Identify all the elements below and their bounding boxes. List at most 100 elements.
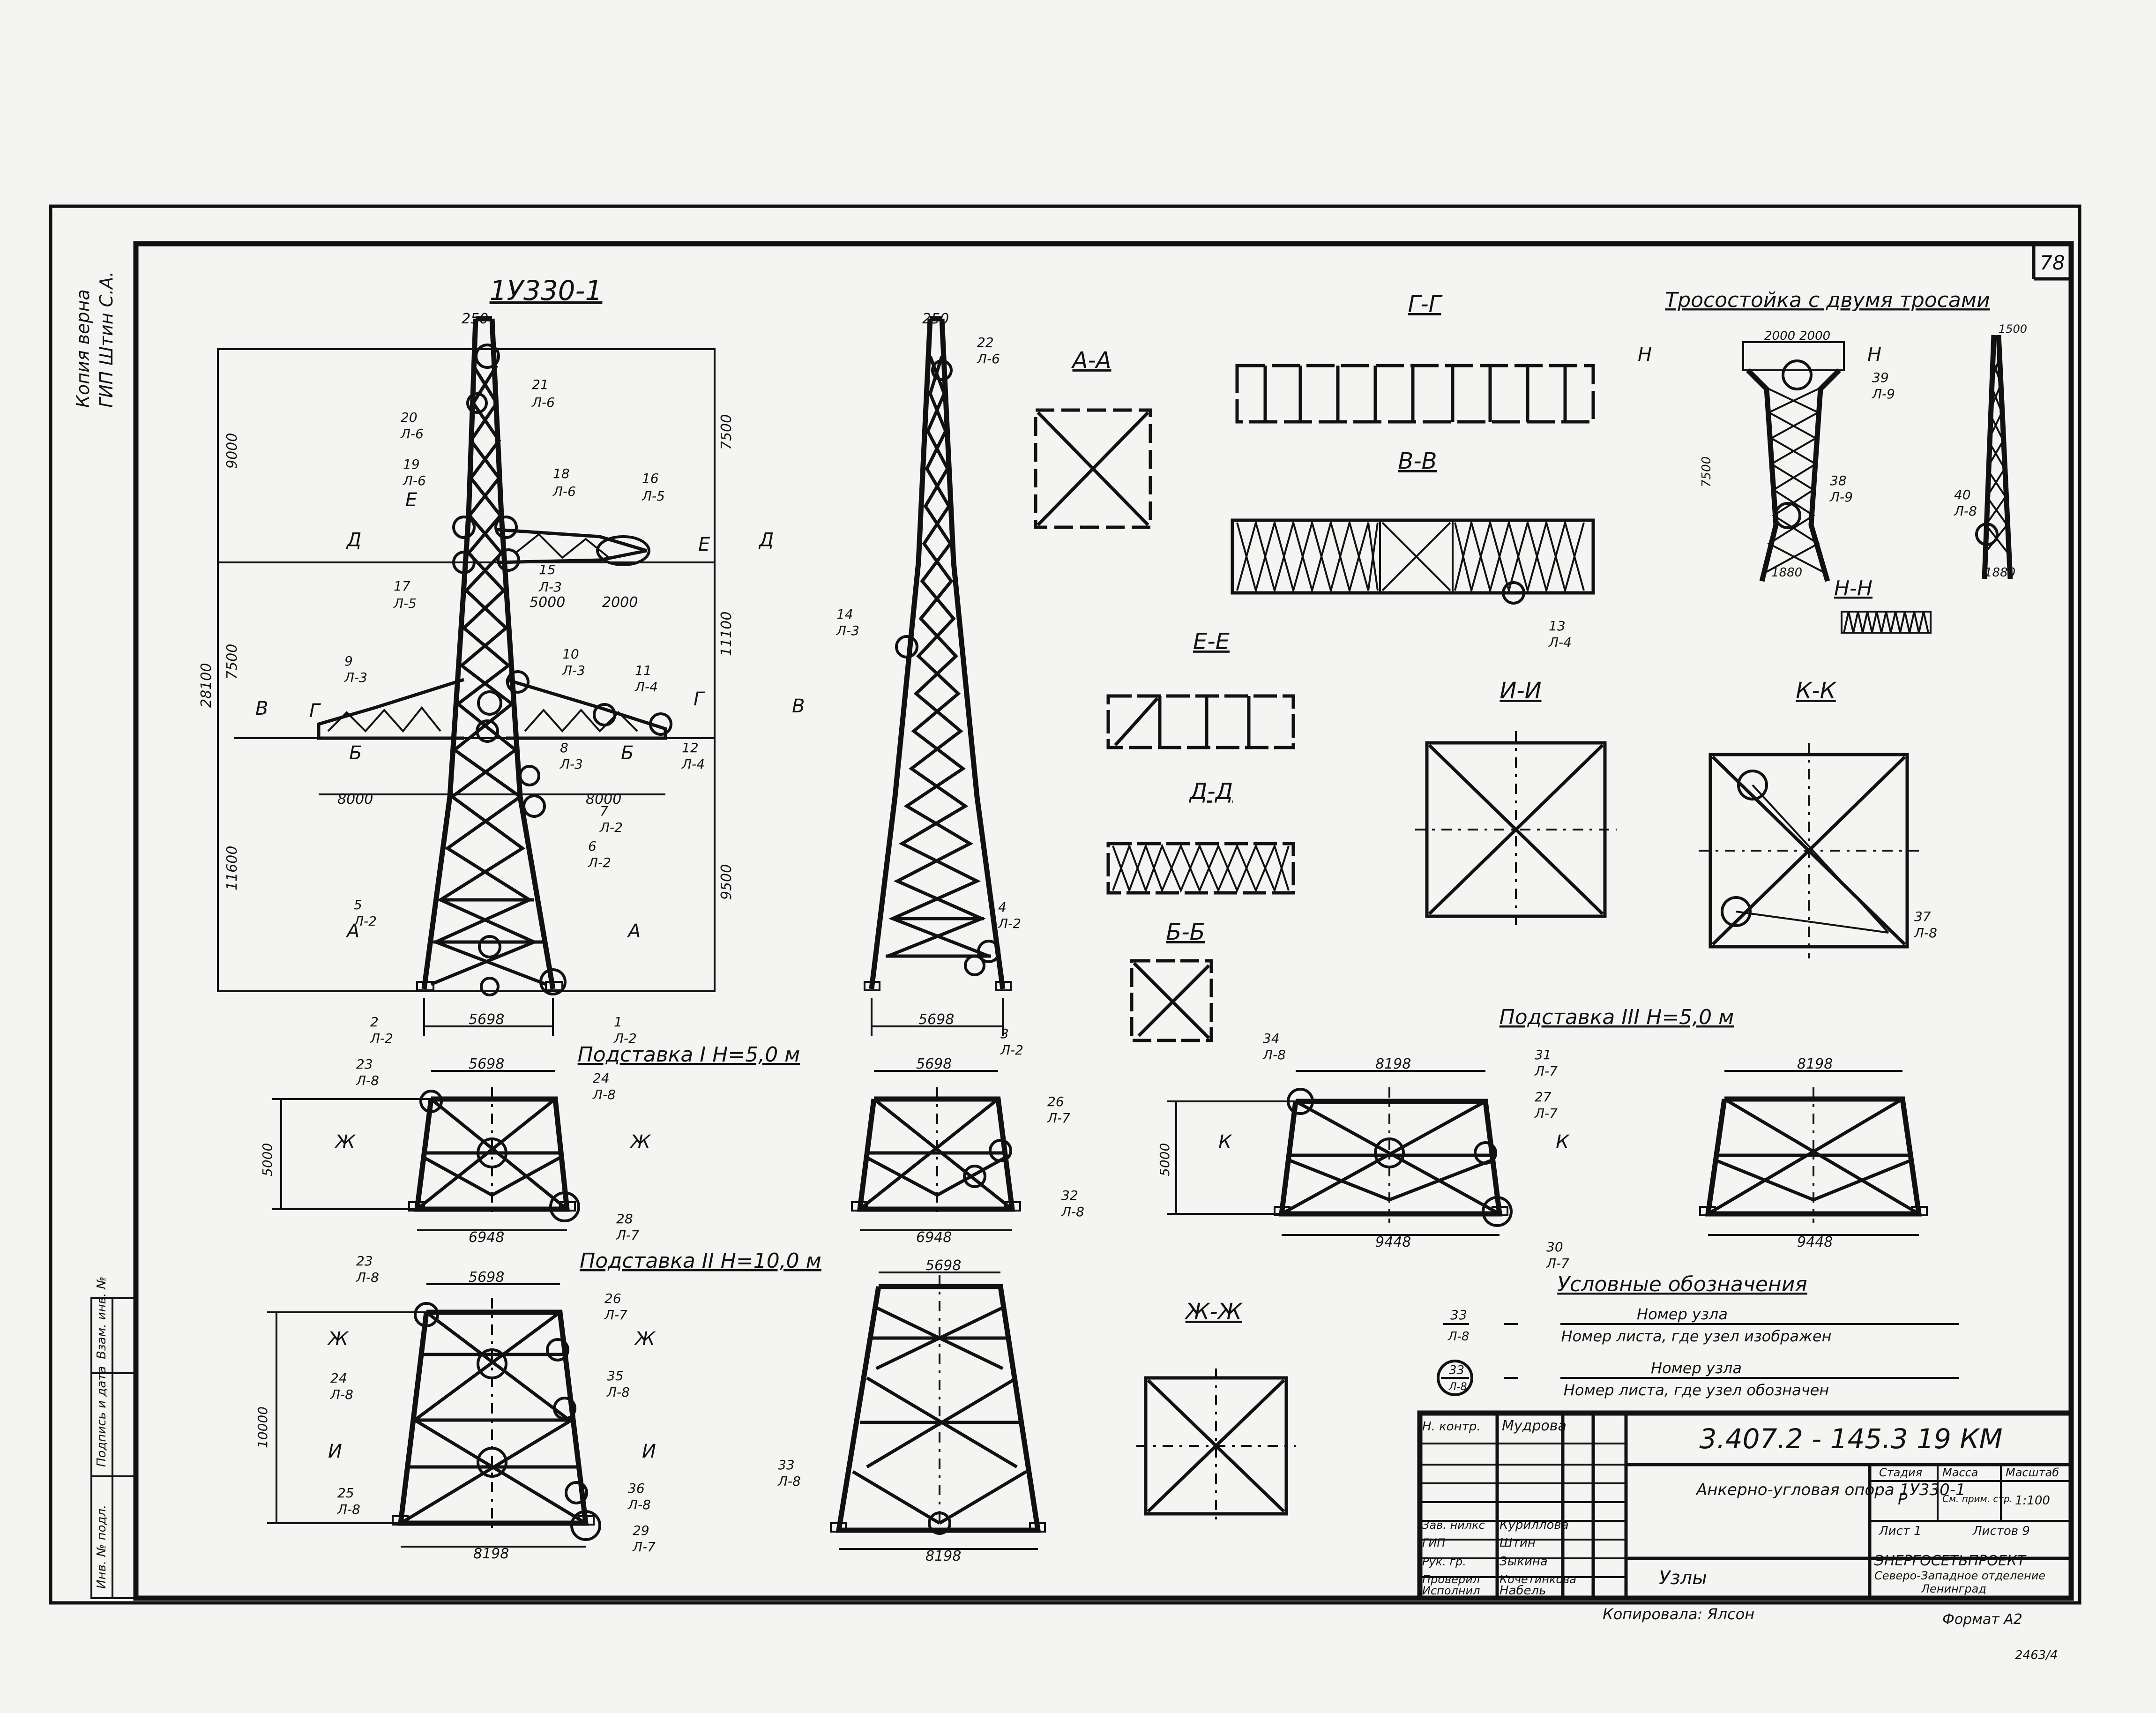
svg-text:9448: 9448 (1375, 1234, 1411, 1250)
svg-text:28100: 28100 (198, 663, 215, 708)
base-2: Подставка II H=10,0 м 10000 5698 8198 23… (255, 1249, 1046, 1564)
svg-text:Анкерно-угловая опора 1У330-1: Анкерно-угловая опора 1У330-1 (1695, 1481, 1966, 1499)
main-tower-title: 1У330-1 (490, 275, 603, 307)
base-3: Подставка III H=5,0 м 5000 8198 9448 34Л… (1157, 1005, 1928, 1271)
section-ee: Е-Е (1106, 628, 1295, 749)
outer-frame (49, 204, 2081, 1605)
svg-text:11100: 11100 (718, 612, 735, 656)
svg-text:Подпись и дата: Подпись и дата (95, 1366, 109, 1467)
section-dd: Д-Д (1106, 778, 1295, 895)
side-tower-elevation: 5698 250 22Л-6 14Л-3 4Л-2 3Л-2 (836, 311, 1023, 1058)
svg-text:13: 13 (1549, 618, 1566, 634)
svg-text:К: К (1556, 1131, 1570, 1153)
svg-text:6948: 6948 (916, 1229, 952, 1246)
svg-text:Копировала: Ялсон: Копировала: Ялсон (1603, 1605, 1754, 1623)
svg-text:Л-8: Л-8 (1061, 1204, 1084, 1219)
svg-text:Северо-Западное отделение: Северо-Западное отделение (1874, 1569, 2045, 1582)
svg-text:11600: 11600 (224, 846, 240, 890)
svg-text:23: 23 (356, 1253, 373, 1269)
svg-text:Листов 9: Листов 9 (1972, 1524, 2030, 1538)
svg-text:Г-Г: Г-Г (1408, 291, 1443, 317)
svg-text:33: 33 (1450, 1307, 1467, 1323)
svg-text:2000: 2000 (1764, 329, 1795, 343)
section-aa: А-А (1034, 347, 1152, 529)
svg-text:В: В (255, 698, 268, 719)
copy-note: Копия верна (73, 289, 93, 408)
copy-note-gip: ГИП Штин С.А. (96, 271, 117, 408)
svg-text:Н: Н (1867, 344, 1881, 366)
svg-text:21: 21 (532, 377, 549, 392)
svg-text:Л-8: Л-8 (337, 1502, 360, 1517)
svg-text:8198: 8198 (1375, 1056, 1411, 1072)
svg-text:35: 35 (607, 1368, 624, 1384)
svg-text:38: 38 (1830, 473, 1847, 488)
svg-text:5000: 5000 (530, 594, 565, 611)
svg-text:39: 39 (1872, 370, 1889, 385)
svg-text:Ж: Ж (334, 1131, 356, 1153)
svg-text:16: 16 (642, 471, 659, 486)
svg-text:Л-3: Л-3 (538, 579, 562, 595)
inner-frame (133, 241, 2074, 1601)
svg-text:15: 15 (539, 562, 556, 577)
svg-text:Л-7: Л-7 (1534, 1063, 1558, 1079)
svg-text:3: 3 (1000, 1026, 1009, 1041)
svg-text:4: 4 (998, 899, 1007, 915)
svg-text:Е: Е (405, 489, 418, 511)
svg-text:1:100: 1:100 (2015, 1494, 2050, 1508)
svg-text:2000: 2000 (1799, 329, 1830, 343)
svg-text:Зав. нилкс: Зав. нилкс (1422, 1519, 1485, 1532)
svg-text:5698: 5698 (469, 1269, 504, 1286)
svg-text:8198: 8198 (925, 1548, 961, 1564)
svg-text:Номер узла: Номер узла (1637, 1305, 1728, 1323)
svg-text:32: 32 (1061, 1188, 1078, 1203)
svg-text:Кочетинкова: Кочетинкова (1500, 1573, 1576, 1586)
svg-text:ЭНЕРГОСЕТЬПРОЕКТ: ЭНЕРГОСЕТЬПРОЕКТ (1874, 1553, 2027, 1569)
svg-text:Номер узла: Номер узла (1651, 1359, 1742, 1377)
node-labels-main: 21Л-6 20Л-6 19Л-6 18Л-6 16Л-5 17Л-5 15Л-… (344, 377, 705, 1046)
base-1: Подставка I H=5,0 м 5000 5698 6948 23Л-8… (260, 1043, 1084, 1246)
svg-text:5698: 5698 (469, 1011, 504, 1028)
svg-text:7500: 7500 (718, 414, 735, 450)
svg-text:2: 2 (370, 1014, 379, 1030)
svg-text:Л-6: Л-6 (531, 395, 555, 410)
svg-text:Инв. № подл.: Инв. № подл. (95, 1505, 109, 1589)
svg-text:34: 34 (1263, 1031, 1280, 1046)
svg-text:Л-5: Л-5 (642, 488, 665, 504)
svg-text:33: 33 (778, 1457, 795, 1473)
svg-text:Куриллова: Куриллова (1500, 1518, 1569, 1532)
svg-text:Лист 1: Лист 1 (1879, 1524, 1922, 1538)
svg-text:9: 9 (344, 653, 353, 669)
svg-text:Взам. инв. №: Взам. инв. № (95, 1276, 109, 1359)
svg-text:Л-7: Л-7 (632, 1539, 656, 1555)
svg-text:Ж: Ж (629, 1131, 651, 1153)
svg-text:26: 26 (604, 1291, 621, 1306)
svg-text:В: В (792, 696, 805, 717)
svg-text:А-А: А-А (1071, 347, 1112, 374)
svg-text:31: 31 (1535, 1047, 1552, 1062)
svg-text:24: 24 (330, 1370, 347, 1386)
svg-text:5698: 5698 (469, 1056, 504, 1072)
svg-text:37: 37 (1914, 909, 1931, 924)
svg-text:Штин: Штин (1500, 1536, 1536, 1550)
section-ii: И-И (1415, 678, 1617, 928)
svg-text:Ж: Ж (327, 1328, 349, 1350)
svg-text:А: А (627, 920, 641, 942)
svg-text:Номер листа, где узел изображе: Номер листа, где узел изображен (1561, 1327, 1832, 1345)
svg-text:8198: 8198 (473, 1546, 509, 1562)
svg-text:Е-Е: Е-Е (1193, 628, 1230, 655)
svg-text:2463/4: 2463/4 (2015, 1648, 2058, 1662)
svg-text:Л-6: Л-6 (400, 426, 424, 441)
svg-text:Л-8: Л-8 (592, 1087, 616, 1102)
svg-text:Подставка III H=5,0 м: Подставка III H=5,0 м (1500, 1005, 1734, 1029)
svg-text:Л-8: Л-8 (356, 1270, 379, 1285)
svg-text:Л-2: Л-2 (588, 855, 611, 870)
svg-text:Д-Д: Д-Д (1189, 778, 1233, 805)
svg-text:Ж-Ж: Ж-Ж (1184, 1299, 1243, 1325)
svg-text:Б-Б: Б-Б (1166, 919, 1205, 945)
svg-text:24: 24 (593, 1070, 610, 1086)
svg-text:Д: Д (758, 529, 774, 551)
svg-text:Л-2: Л-2 (998, 916, 1021, 931)
svg-text:Л-8: Л-8 (1448, 1381, 1467, 1393)
cable-stand-title: Тросостойка с двумя тросами (1665, 288, 1990, 312)
section-zhzh: Ж-Ж (1136, 1299, 1296, 1523)
